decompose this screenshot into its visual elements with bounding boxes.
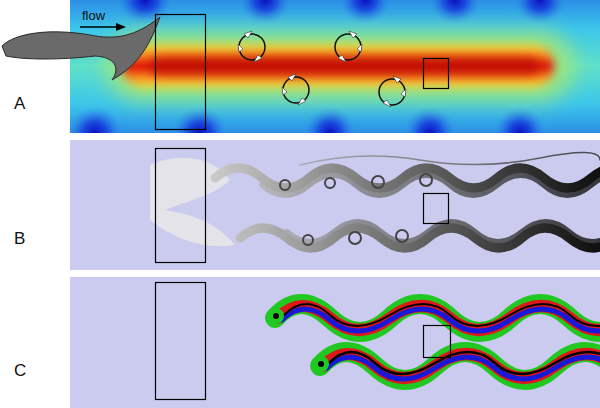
panel-letter: A — [14, 95, 25, 112]
panel-letter: C — [14, 362, 26, 379]
fish — [2, 17, 160, 80]
panel-letter: B — [14, 230, 25, 247]
flow-label: flow — [82, 9, 105, 22]
vortex-symbols — [239, 34, 405, 105]
flow-arrow — [80, 26, 118, 28]
